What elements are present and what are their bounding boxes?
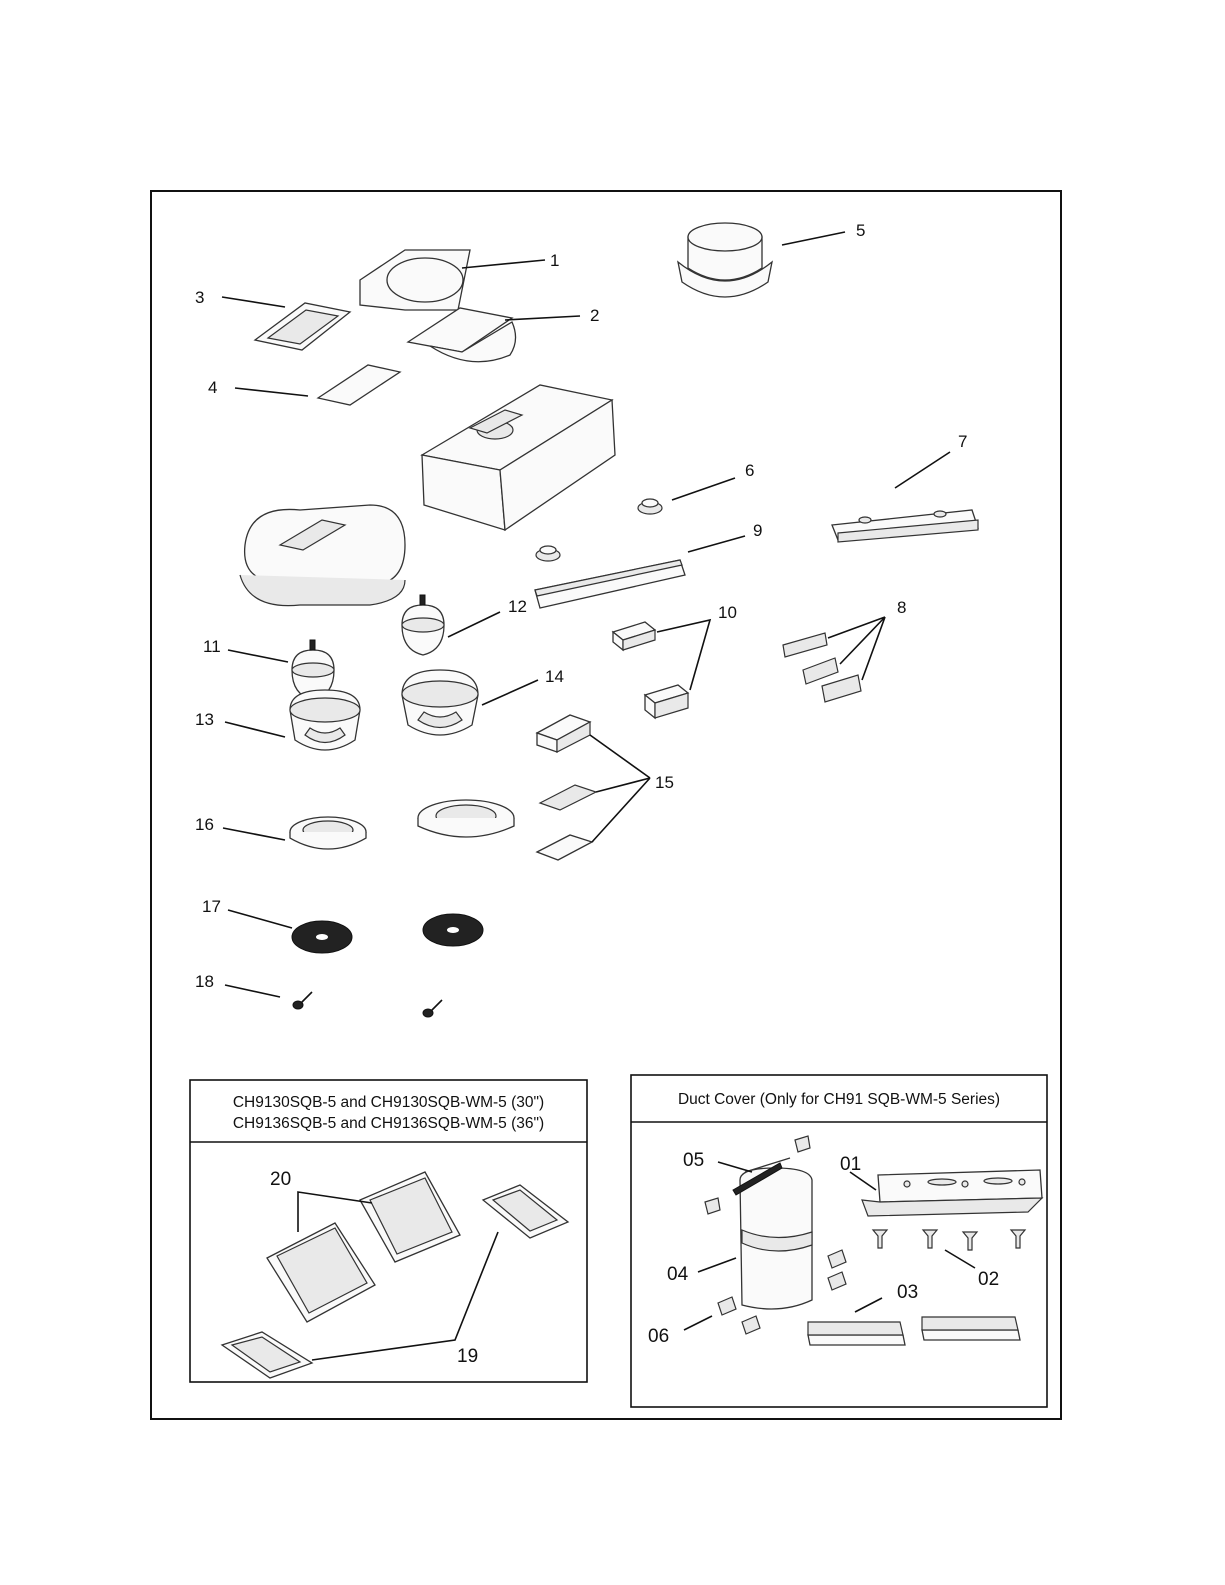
callout-4: 4 xyxy=(208,378,217,397)
callout-17: 17 xyxy=(202,897,221,916)
callout-3: 3 xyxy=(195,288,204,307)
wall-bracket-01 xyxy=(862,1170,1042,1216)
callout-05: 05 xyxy=(683,1150,704,1171)
range-hood-body xyxy=(422,385,615,530)
callout-14: 14 xyxy=(545,667,564,686)
callout-8: 8 xyxy=(897,598,906,617)
callout-06: 06 xyxy=(648,1326,669,1347)
part-2-adapter-plate xyxy=(408,308,516,362)
filter-box-title-line2: CH9136SQB-5 and CH9136SQB-WM-5 (36") xyxy=(190,1113,587,1134)
callout-6: 6 xyxy=(745,461,754,480)
callout-13: 13 xyxy=(195,710,214,729)
callout-7: 7 xyxy=(958,432,967,451)
callout-16: 16 xyxy=(195,815,214,834)
callout-5: 5 xyxy=(856,221,865,240)
callout-9: 9 xyxy=(753,521,762,540)
part-9-light-panel xyxy=(535,560,685,608)
part-16-blower-ring xyxy=(290,800,514,849)
callout-01: 01 xyxy=(840,1154,861,1175)
part-1-top-plate xyxy=(360,250,470,310)
part-20-grease-filters xyxy=(267,1172,460,1322)
part-15-electrical-parts xyxy=(537,715,596,860)
part-10-control-box xyxy=(613,622,688,718)
part-14-blower-housing xyxy=(402,670,478,735)
callout-04: 04 xyxy=(667,1264,689,1285)
callout-11: 11 xyxy=(203,637,221,656)
callout-03: 03 xyxy=(897,1282,918,1303)
callout-20: 20 xyxy=(270,1169,291,1190)
callout-15: 15 xyxy=(655,773,674,792)
duct-cover-box xyxy=(631,1075,1047,1407)
part-13-blower-housing xyxy=(290,690,360,750)
filter-box-title-line1: CH9130SQB-5 and CH9130SQB-WM-5 (30") xyxy=(190,1092,587,1113)
callout-19: 19 xyxy=(457,1346,478,1367)
part-6-grommet xyxy=(536,499,662,561)
hood-bottom-panel xyxy=(240,505,405,606)
part-4-gasket xyxy=(318,365,400,405)
filter-box-title: CH9130SQB-5 and CH9130SQB-WM-5 (30") CH9… xyxy=(190,1092,587,1134)
part-8-switches xyxy=(783,633,861,702)
part-7-mounting-bracket xyxy=(832,510,978,542)
part-17-blower-wheel xyxy=(292,914,483,953)
callout-18: 18 xyxy=(195,972,214,991)
callout-02: 02 xyxy=(978,1269,999,1290)
part-12-motor xyxy=(402,595,444,655)
callout-12: 12 xyxy=(508,597,527,616)
duct-box-title: Duct Cover (Only for CH91 SQB-WM-5 Serie… xyxy=(631,1089,1047,1110)
brackets-03 xyxy=(808,1317,1020,1345)
callout-2: 2 xyxy=(590,306,599,325)
callout-1: 1 xyxy=(550,251,559,270)
part-3-rectangular-flange xyxy=(255,303,350,350)
part-5-duct-collar xyxy=(678,223,772,297)
screws-02 xyxy=(873,1230,1025,1250)
part-18-nut xyxy=(293,992,442,1017)
callout-10: 10 xyxy=(718,603,737,622)
